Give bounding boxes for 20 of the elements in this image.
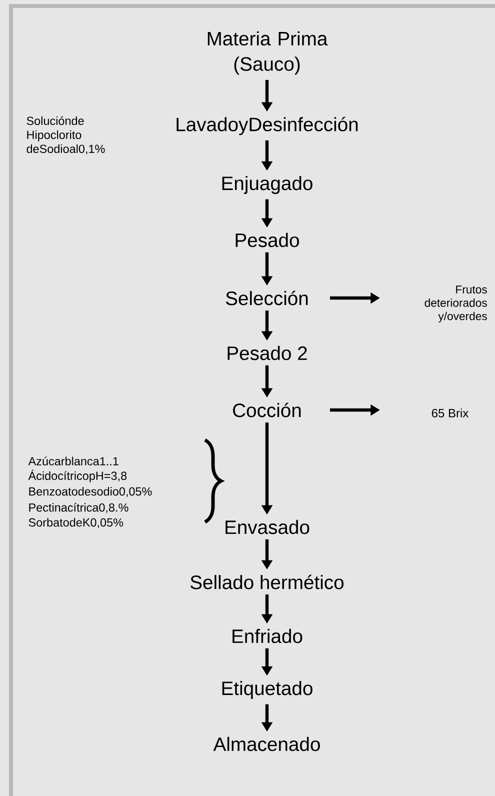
process-step-text: Envasado (226, 520, 310, 534)
ingredient-text: Benzoatodesodio0,05% (29, 487, 152, 497)
process-step-text: Almacenado (213, 736, 320, 752)
process-step-text: Sellado hermético (190, 574, 344, 590)
process-step-text: LavadoyDesinfección (176, 116, 358, 136)
process-step-text: Pesado (236, 232, 299, 248)
process-step-text: Enjuagado (222, 176, 312, 194)
ingredient-text: Azúcarblanca1..1 (28, 456, 118, 466)
process-step-text: Etiquetado (222, 681, 312, 700)
ingredient-text: Pectinacítrica0,8.% (29, 502, 128, 514)
ingredient-text: ÁcidocítricopH=3,8 (28, 470, 127, 482)
process-step-text: Materia Prima (Sauco) (208, 31, 328, 75)
process-step-text: Cocción (233, 402, 301, 418)
side-output-text: 65 Brix (432, 408, 469, 418)
ingredient-text: SorbatodeK0,05% (28, 518, 124, 528)
note-text: Soluciónde Hipoclorito deSodioal0,1% (26, 116, 105, 154)
process-step-text: Enfriado (232, 628, 302, 644)
process-step-text: Selección (226, 290, 308, 306)
process-step-text: Pesado 2 (228, 346, 307, 360)
side-output-text: Frutos deteriorados y/overdes (424, 286, 487, 322)
